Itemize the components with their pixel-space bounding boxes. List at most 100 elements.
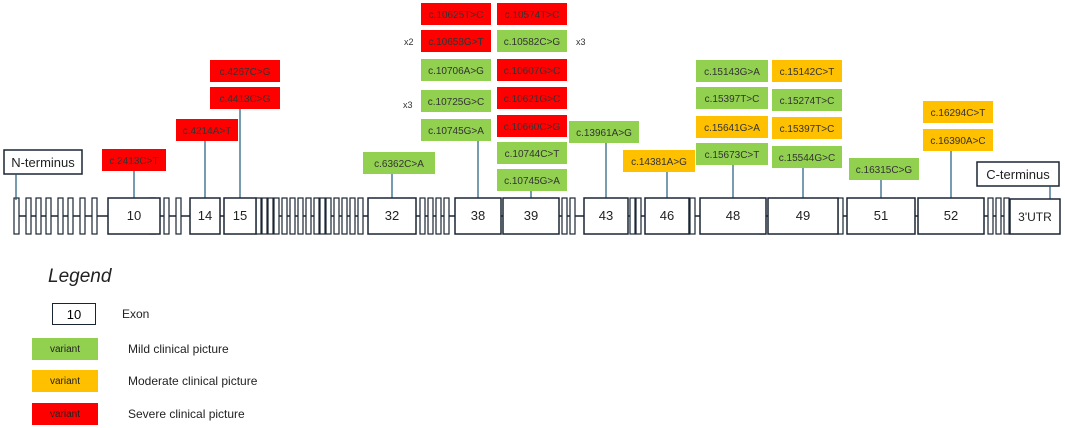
variant-label: c.16294C>T [931, 108, 986, 119]
legend-row-mild: variant Mild clinical picture [32, 337, 229, 361]
utr-box [1009, 198, 1061, 235]
exon-label: 43 [599, 208, 613, 223]
small-exon [289, 197, 296, 235]
connectors-group [133, 109, 952, 198]
exon-box [583, 197, 629, 235]
variant-label: c.10745G>A [428, 126, 484, 137]
small-exon [35, 197, 42, 235]
small-exon [273, 197, 280, 235]
variant-label: c.4267C>G [220, 67, 271, 78]
small-exon [267, 197, 274, 235]
small-exon [261, 197, 268, 235]
legend-swatch-mild: variant [32, 338, 98, 360]
small-exon [319, 197, 326, 235]
variant-box-severe [421, 30, 491, 52]
variant-label: c.10658G>T [428, 37, 483, 48]
exon-label: 15 [233, 208, 247, 223]
legend-exon-label: Exon [122, 307, 150, 321]
exon-label: 39 [524, 208, 538, 223]
exon-box [454, 197, 502, 235]
variant-box-mild [772, 146, 842, 168]
variant-box-moderate [923, 101, 993, 123]
variant-label: c.10625T>C [429, 10, 484, 21]
legend-row-severe: variant Severe clinical picture [32, 402, 245, 426]
legend-row-exon: 10 Exon [32, 302, 149, 326]
small-exon [67, 197, 74, 235]
multiplier-labels-group: x2 x3 x3 [403, 37, 586, 110]
n-terminus-label: N-terminus [11, 155, 75, 170]
legend-exon-example: 10 [52, 303, 96, 325]
small-exon [333, 197, 340, 235]
variant-label: c.10744C>T [505, 149, 560, 160]
exon-box [699, 197, 767, 235]
variant-box-severe [210, 60, 280, 82]
variant-label: c.15397T>C [780, 124, 835, 135]
variant-boxes-group: c.2413C>Tc.4214A>Tc.4267C>Gc.4413C>Gc.63… [102, 3, 993, 191]
exon-label: 48 [726, 208, 740, 223]
small-exon [175, 197, 182, 235]
variant-label: c.15641G>A [704, 123, 760, 134]
small-exon [79, 197, 86, 235]
variant-label: c.15544G>C [779, 153, 835, 164]
variant-label: c.10607G>C [504, 66, 560, 77]
small-exon [435, 197, 442, 235]
utr-label: 3'UTR [1018, 210, 1052, 224]
variant-label: c.15397T>C [705, 94, 760, 105]
exon-box [367, 197, 417, 235]
small-exon [443, 197, 450, 235]
small-exon [635, 197, 642, 235]
variant-box-severe [210, 87, 280, 109]
variant-label: c.15143G>A [704, 67, 760, 78]
variant-box-mild [497, 30, 567, 52]
small-exon [995, 197, 1002, 235]
variant-label: c.4413C>G [220, 94, 271, 105]
variant-box-severe [497, 115, 567, 137]
small-exon [305, 197, 312, 235]
small-exon [349, 197, 356, 235]
legend-swatch-moderate: variant [32, 370, 98, 392]
variant-box-moderate [623, 150, 695, 172]
variant-box-mild [696, 87, 768, 109]
exon-box [917, 197, 985, 235]
variant-label: c.6362C>A [374, 159, 424, 170]
small-exon [281, 197, 288, 235]
multiplier-label: x3 [576, 37, 586, 47]
legend-row-moderate: variant Moderate clinical picture [32, 369, 257, 393]
variant-label: c.16390A>C [930, 136, 985, 147]
small-exon [57, 197, 64, 235]
variant-box-severe [421, 3, 491, 25]
exon-label: 10 [127, 208, 141, 223]
exon-box [767, 197, 839, 235]
multiplier-label: x3 [403, 100, 413, 110]
small-exon [569, 197, 576, 235]
small-exon [313, 197, 320, 235]
variant-box-mild [421, 90, 491, 112]
multiplier-label: x2 [404, 37, 414, 47]
small-exon [427, 197, 434, 235]
variant-box-mild [696, 60, 768, 82]
variant-label: c.15274T>C [780, 96, 835, 107]
variant-label: c.10745G>A [504, 176, 560, 187]
small-exon [1003, 197, 1010, 235]
variant-label: c.14381A>G [631, 157, 687, 168]
small-exon [561, 197, 568, 235]
legend-mild-label: Mild clinical picture [128, 342, 229, 356]
exon-label: 38 [471, 208, 485, 223]
small-exon [297, 197, 304, 235]
legend-moderate-label: Moderate clinical picture [128, 374, 258, 388]
exon-box [189, 197, 221, 235]
exon-box [846, 197, 916, 235]
variant-label: c.10725G>C [428, 97, 484, 108]
variant-box-severe [102, 149, 166, 171]
variant-box-moderate [772, 60, 842, 82]
variant-box-severe [497, 59, 567, 81]
variant-box-mild [497, 169, 567, 191]
variant-label: c.15142C>T [780, 67, 835, 78]
c-terminus-box [976, 161, 1060, 187]
small-exon [325, 197, 332, 235]
exon-label: 14 [198, 208, 212, 223]
variant-box-mild [363, 152, 435, 174]
variant-label: c.10574T>C [505, 10, 560, 21]
